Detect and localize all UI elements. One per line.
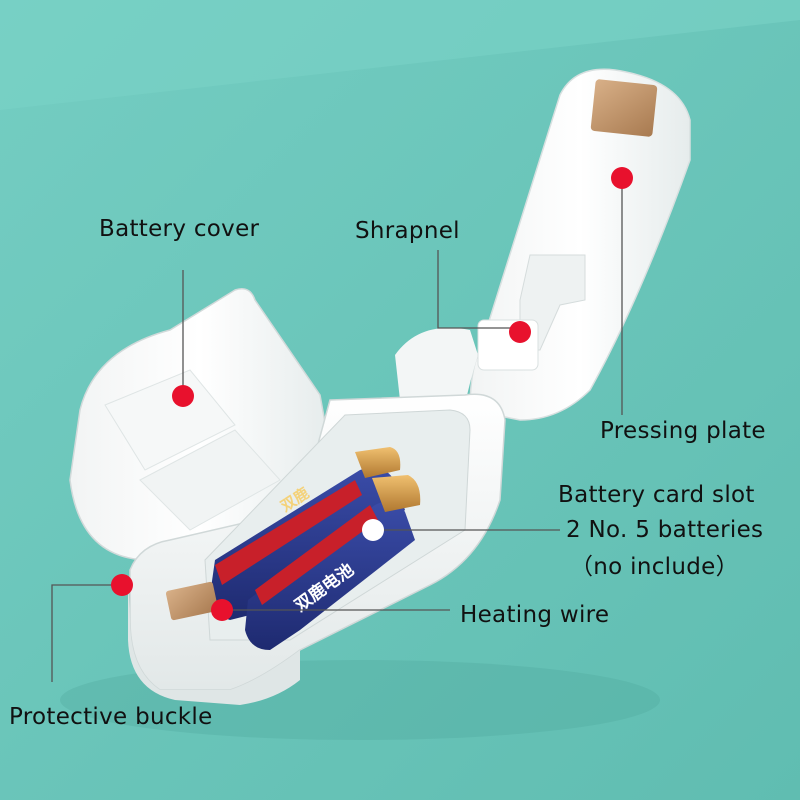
battery-cover-channel-1: [104, 369, 236, 471]
marker-battery-slot: [362, 519, 384, 541]
battery-back-stripe: [215, 480, 362, 585]
marker-pressing-plate: [611, 167, 633, 189]
marker-heating-wire: [211, 599, 233, 621]
label-shrapnel: Shrapnel: [355, 218, 460, 244]
label-batteries: 2 No. 5 batteries: [566, 517, 764, 543]
background-highlight: [0, 0, 800, 110]
label-heating-wire: Heating wire: [460, 602, 610, 628]
label-no-include: （no include）: [570, 554, 739, 580]
battery-front-terminal: [372, 475, 421, 512]
label-battery-card-slot: Battery card slot: [558, 482, 755, 508]
leader-shrapnel: [437, 250, 520, 329]
battery-cover-channel-2: [139, 429, 281, 531]
battery-back-terminal: [355, 447, 401, 478]
marker-protective-buckle: [111, 574, 133, 596]
label-battery-cover: Battery cover: [99, 216, 260, 242]
heating-pad-top: [590, 79, 658, 137]
battery-front-stripe: [255, 505, 378, 605]
leader-protective-buckle: [51, 584, 122, 682]
label-pressing-plate: Pressing plate: [600, 418, 766, 444]
hinge-block: [395, 327, 478, 405]
heating-wire-pad: [165, 581, 219, 621]
battery-back: [210, 467, 405, 620]
marker-battery-cover: [172, 385, 194, 407]
leader-lines: [51, 178, 623, 682]
label-protective-buckle: Protective buckle: [9, 704, 213, 730]
marker-shrapnel: [509, 321, 531, 343]
